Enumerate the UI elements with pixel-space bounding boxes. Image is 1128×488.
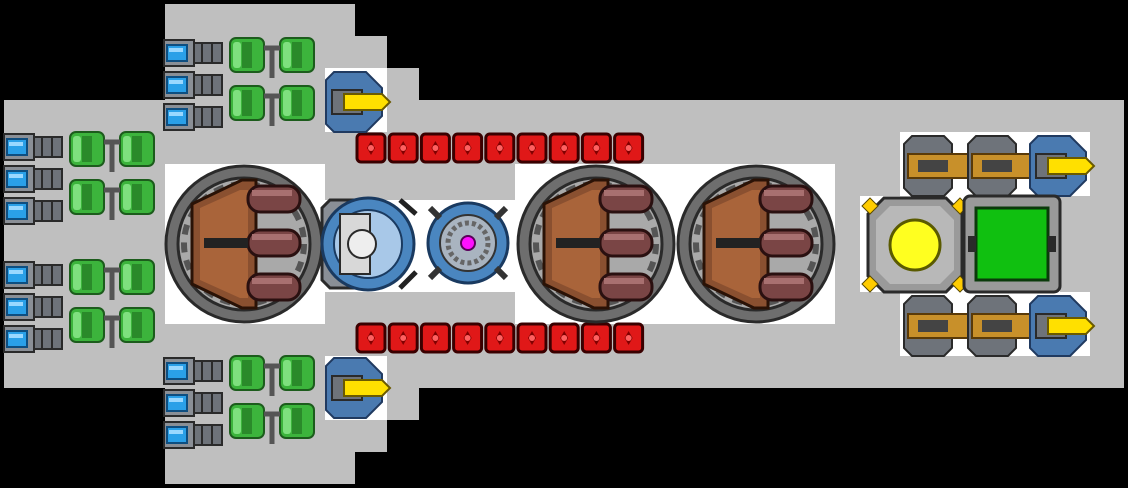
armor-block-9[interactable] (613, 132, 645, 164)
armor-block-13[interactable] (452, 322, 484, 354)
cargo-hold[interactable] (962, 194, 1062, 294)
fuel-tank-7[interactable] (69, 259, 155, 300)
thruster-7[interactable] (3, 133, 63, 161)
thruster-4[interactable] (163, 357, 223, 385)
fuel-tank-5[interactable] (69, 131, 155, 172)
thruster-11[interactable] (3, 293, 63, 321)
main-turret-3[interactable] (678, 166, 834, 322)
armor-block-14[interactable] (484, 322, 516, 354)
fuel-tank-1[interactable] (229, 37, 315, 78)
armor-block-7[interactable] (548, 132, 580, 164)
thruster-8[interactable] (3, 165, 63, 193)
armor-block-11[interactable] (387, 322, 419, 354)
armor-block-1[interactable] (355, 132, 387, 164)
main-turret-2[interactable] (518, 166, 674, 322)
fuel-tank-8[interactable] (69, 307, 155, 348)
armor-block-12[interactable] (419, 322, 451, 354)
thruster-6[interactable] (163, 421, 223, 449)
fuel-tank-4[interactable] (229, 403, 315, 444)
hull-trim (325, 164, 515, 324)
thruster-5[interactable] (163, 389, 223, 417)
fuel-tank-group (69, 37, 315, 444)
gyroscope-module[interactable] (320, 196, 418, 292)
armor-block-18[interactable] (613, 322, 645, 354)
armor-block-5[interactable] (484, 132, 516, 164)
thruster-3[interactable] (163, 103, 223, 131)
armor-block-10[interactable] (355, 322, 387, 354)
armor-block-2[interactable] (387, 132, 419, 164)
reactor-core[interactable] (861, 196, 969, 294)
thruster-9[interactable] (3, 197, 63, 225)
armor-block-3[interactable] (419, 132, 451, 164)
fuel-tank-2[interactable] (229, 85, 315, 126)
fuel-tank-6[interactable] (69, 179, 155, 220)
shield-generator[interactable] (426, 201, 510, 285)
main-turret-1[interactable] (166, 166, 322, 322)
armor-block-15[interactable] (516, 322, 548, 354)
armor-block-4[interactable] (452, 132, 484, 164)
armor-block-16[interactable] (548, 322, 580, 354)
thruster-1[interactable] (163, 39, 223, 67)
thruster-2[interactable] (163, 71, 223, 99)
thruster-12[interactable] (3, 325, 63, 353)
armor-block-8[interactable] (580, 132, 612, 164)
armor-block-17[interactable] (580, 322, 612, 354)
fuel-tank-3[interactable] (229, 355, 315, 396)
armor-block-6[interactable] (516, 132, 548, 164)
thruster-10[interactable] (3, 261, 63, 289)
